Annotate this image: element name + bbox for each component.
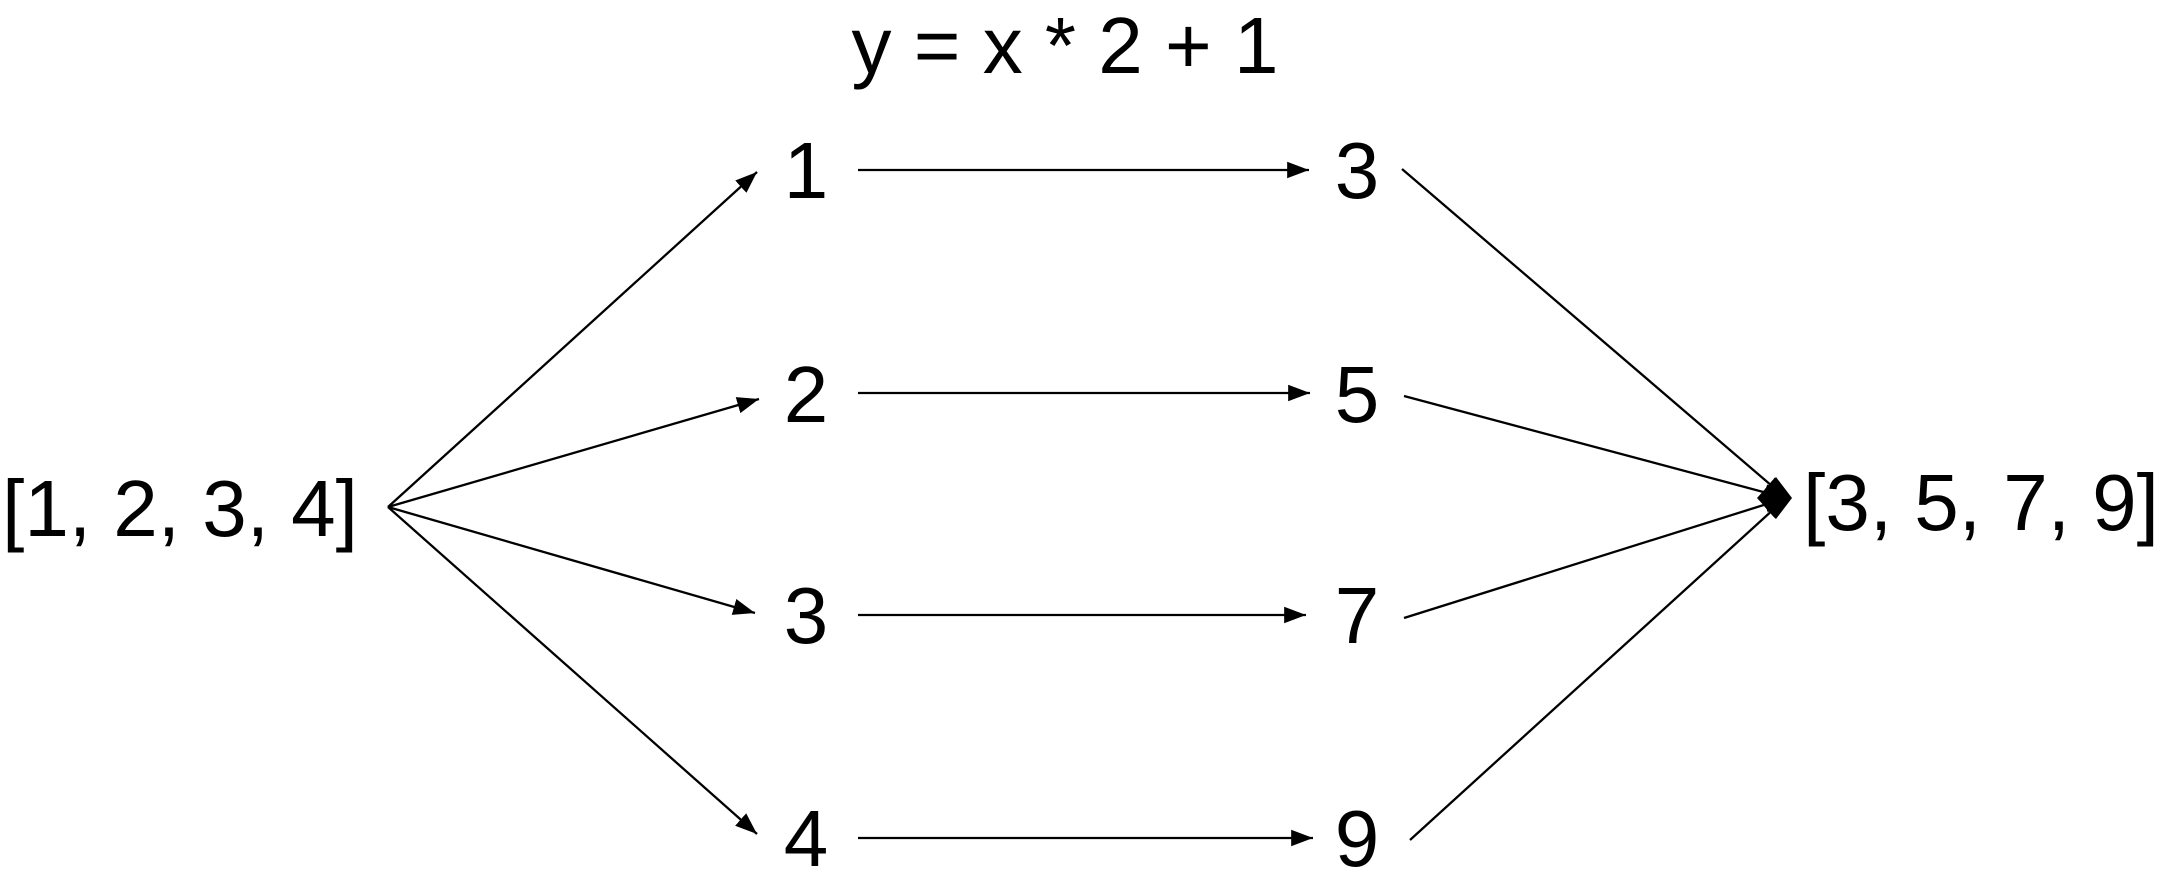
input-value-2: 2	[784, 350, 829, 439]
fan-in-arrow-3	[1403, 496, 1787, 620]
output-value-4: 9	[1335, 794, 1380, 883]
input-value-4: 4	[784, 794, 829, 883]
function-title: y = x * 2 + 1	[852, 1, 1279, 90]
fan-out-arrow-2	[387, 397, 760, 509]
input-value-1: 1	[784, 126, 829, 215]
output-list-label: [3, 5, 7, 9]	[1803, 458, 2159, 547]
fan-in-arrow-2	[1403, 394, 1787, 501]
input-value-3: 3	[784, 571, 829, 660]
output-value-3: 7	[1335, 571, 1380, 660]
fan-in-arrow-1	[1401, 168, 1787, 499]
fan-in-arrow-4	[1409, 497, 1787, 841]
output-value-1: 3	[1335, 126, 1380, 215]
convergence-point	[1757, 477, 1792, 519]
fan-out-arrow-4	[387, 506, 758, 835]
input-list-label: [1, 2, 3, 4]	[2, 464, 358, 553]
fan-out-arrow-3	[387, 505, 756, 615]
output-value-2: 5	[1335, 350, 1380, 439]
fan-out-arrow-1	[387, 171, 758, 508]
